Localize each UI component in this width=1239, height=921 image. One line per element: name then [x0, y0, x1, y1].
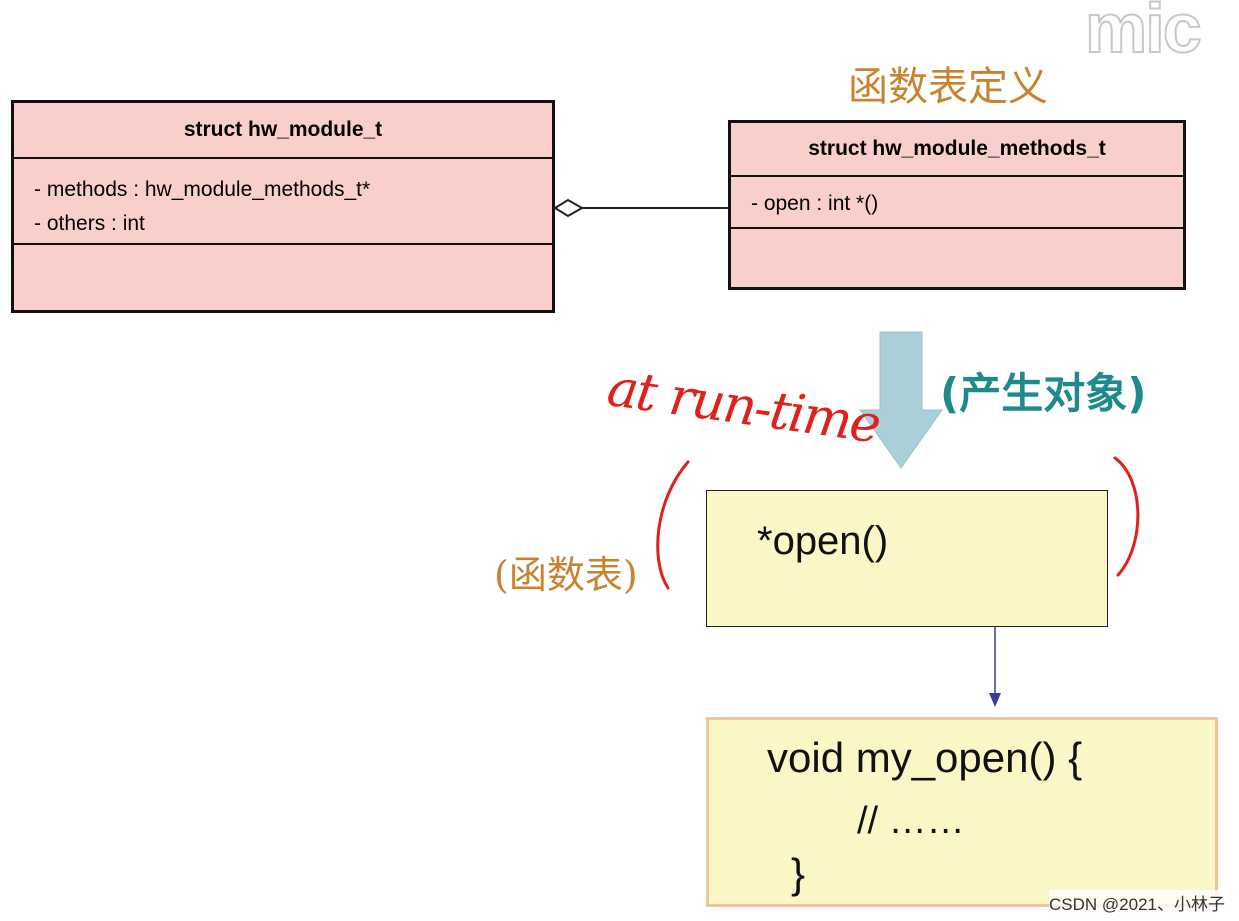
- pointer-arrowhead-icon: [989, 693, 1001, 707]
- function-table-entry: *open(): [757, 519, 889, 563]
- implementation-box: void my_open() { // …… }: [706, 717, 1218, 907]
- methods-struct-box: struct hw_module_methods_t - open : int …: [728, 120, 1186, 290]
- attribute-open: - open : int *(): [751, 192, 879, 215]
- module-struct-attributes: - methods : hw_module_methods_t* - other…: [14, 159, 552, 245]
- methods-struct-title: struct hw_module_methods_t: [731, 123, 1183, 177]
- down-arrow-icon: [859, 331, 943, 469]
- watermark: mic: [1084, 0, 1203, 68]
- aggregation-diamond-icon: [553, 198, 585, 218]
- methods-struct-attributes: - open : int *(): [731, 177, 1183, 229]
- code-line-2: // ……: [857, 800, 965, 842]
- right-bracket-mark: [1113, 456, 1140, 577]
- function-table-definition-heading: 函数表定义: [848, 64, 1048, 110]
- function-table-label: (函数表): [494, 553, 638, 597]
- credit-watermark: CSDN @2021、小林子: [1049, 890, 1225, 915]
- function-table-box: *open(): [706, 490, 1108, 627]
- code-line-3: }: [791, 850, 806, 897]
- left-bracket-mark: [656, 460, 690, 590]
- module-struct-title: struct hw_module_t: [14, 103, 552, 159]
- code-line-1: void my_open() {: [767, 734, 1083, 781]
- attribute-others: - others : int: [34, 212, 145, 235]
- attribute-methods: - methods : hw_module_methods_t*: [34, 178, 371, 201]
- module-struct-box: struct hw_module_t - methods : hw_module…: [11, 100, 555, 313]
- create-object-label: (产生对象): [940, 369, 1147, 418]
